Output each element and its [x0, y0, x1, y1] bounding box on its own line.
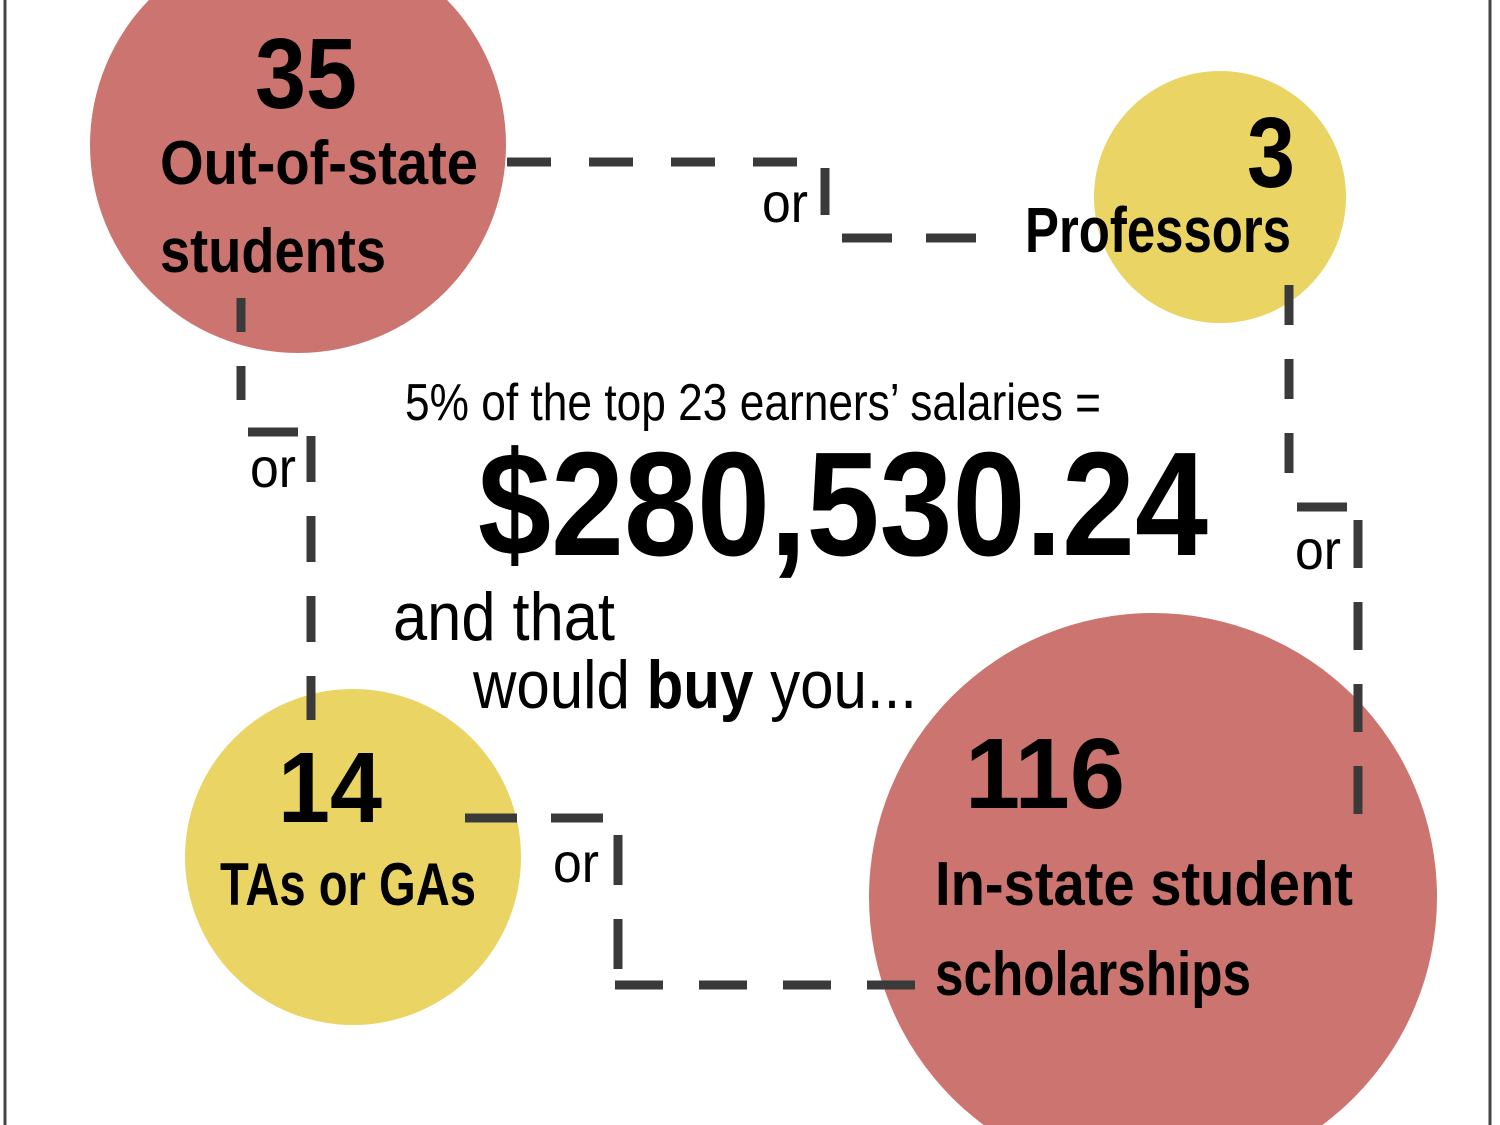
label-out-of-state: Out-of-state [160, 129, 478, 198]
connector-right [1284, 285, 1363, 826]
connector-bottom [465, 813, 918, 990]
label-students: students [160, 217, 386, 286]
count-out-of-state: 35 [255, 18, 357, 130]
circle-professors [1094, 71, 1346, 323]
label-tas: TAs or GAs [220, 851, 476, 918]
label-in-state: In-state student [935, 850, 1353, 919]
or-label-bottom: or [553, 831, 599, 894]
label-scholarships: scholarships [935, 940, 1251, 1009]
connector-left [236, 298, 316, 720]
count-tas: 14 [278, 732, 382, 844]
count-in-state: 116 [965, 718, 1125, 830]
or-label-right: or [1295, 518, 1341, 581]
or-label-top: or [762, 171, 808, 234]
outro-you: you... [753, 647, 917, 723]
headline-outro-2: would buy you... [472, 647, 917, 723]
count-professors: 3 [1247, 97, 1295, 209]
headline-outro-1: and that [393, 579, 615, 655]
or-label-left: or [250, 436, 296, 499]
headline-amount: $280,530.24 [478, 422, 1208, 587]
connector-top [507, 157, 978, 243]
label-professors: Professors [1025, 194, 1291, 266]
outro-buy: buy [647, 647, 754, 723]
headline-intro: 5% of the top 23 earners’ salaries = [405, 374, 1101, 432]
outro-would: would [472, 647, 646, 723]
circle-tas [185, 689, 521, 1025]
circle-out-of-state [90, 0, 506, 353]
circle-in-state [869, 613, 1437, 1125]
